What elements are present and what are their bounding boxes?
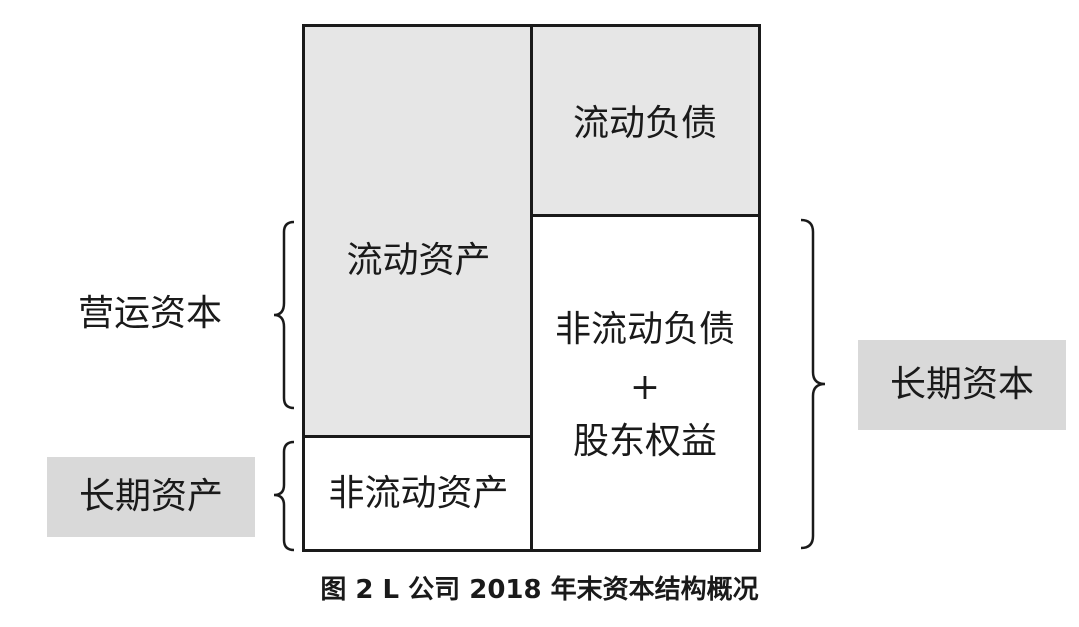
long-term-capital-bracket: [800, 218, 826, 550]
figure-caption: 图 2 L 公司 2018 年末资本结构概况: [320, 575, 759, 605]
current-assets-label: 流动资产: [346, 240, 491, 281]
plus-sign: +: [629, 367, 661, 408]
working-capital-bracket: [273, 220, 295, 410]
long-term-capital-box: [858, 340, 1066, 430]
working-capital-label: 营运资本: [77, 293, 222, 334]
right-divider: [532, 214, 761, 217]
current-liabilities-label: 流动负债: [572, 103, 717, 144]
center-divider: [530, 24, 533, 552]
left-divider: [302, 435, 532, 438]
non-current-assets-cell: 非流动资产: [305, 437, 532, 549]
shareholders-equity-label: 股东权益: [572, 421, 717, 462]
long-term-assets-label: 长期资产: [78, 476, 223, 517]
long-term-capital-label: 长期资本: [889, 364, 1034, 405]
long-term-assets-bracket: [273, 440, 295, 552]
non-current-liabilities-label: 非流动负债: [554, 309, 735, 350]
non-current-assets-label: 非流动资产: [328, 473, 509, 514]
long-term-financing-cell: 非流动负债 + 股东权益: [532, 216, 758, 549]
long-term-assets-box: [47, 457, 255, 537]
current-liabilities-cell: 流动负债: [532, 27, 758, 216]
current-assets-cell: 流动资产: [305, 27, 532, 437]
